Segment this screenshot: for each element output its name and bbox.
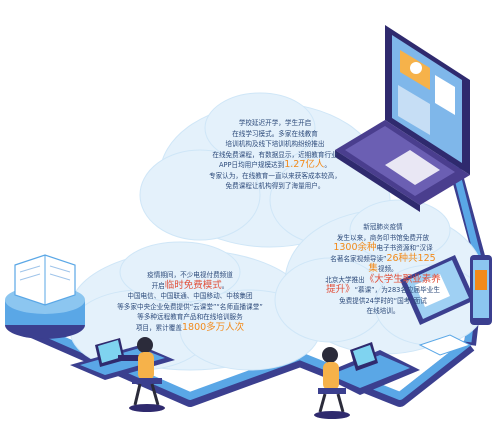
course-title-end-highlight: 提升》 bbox=[326, 284, 355, 295]
free-mode-highlight: 临时免费模式 bbox=[164, 279, 222, 291]
cloud-left-line-5: 等多种远程教育产品和在线培训服务 bbox=[137, 313, 243, 321]
cloud-left-line-1: 疫情期间，不少电视付费频道 bbox=[147, 271, 233, 279]
free-mode-suffix: 。 bbox=[221, 281, 229, 290]
cloud-top-line-6: 专家认为，在线教育一直以来获客成本较高， bbox=[209, 171, 341, 180]
cloud-right-line-5: 集视频。 bbox=[293, 263, 473, 275]
cloud-top bbox=[139, 92, 391, 248]
cloud-top-line-5: APP日均用户规模达到1.27亿人。 bbox=[175, 159, 375, 171]
cloud-right-line-3: 1300余种电子书资源和“汉译 bbox=[293, 242, 473, 254]
episode-highlight: 集 bbox=[368, 263, 378, 274]
cloud-left-line-4: 等多家中央企业免费提供“云课堂”“名师直播课堂” bbox=[117, 302, 263, 311]
mooc-suffix: “慕课”，为283名应届毕业生 bbox=[354, 286, 440, 294]
cloud-top-text: 学校延迟开学，学生开启 在线学习模式。多家在线教育 培训机构及线下培训机构纷纷推… bbox=[175, 118, 375, 192]
video-prefix: 名著名家视频导读” bbox=[330, 254, 387, 263]
cloud-right-line-9: 在线培训。 bbox=[366, 307, 400, 315]
cloud-left-line-2: 开启临时免费模式。 bbox=[85, 279, 295, 292]
cloud-right-line-4: 名著名家视频导读”26种共125 bbox=[293, 252, 473, 265]
coverage-prefix: 项目，累计覆盖 bbox=[135, 323, 182, 332]
episode-suffix: 视频。 bbox=[377, 265, 398, 273]
video-highlight: 26种共125 bbox=[386, 252, 436, 264]
cloud-right-line-2: 发生以来，商务印书馆免费开放 bbox=[336, 233, 430, 242]
cloud-right-text: 新冠肺炎疫情 发生以来，商务印书馆免费开放 1300余种电子书资源和“汉译 名著… bbox=[293, 222, 473, 317]
cloud-top-line-1: 学校延迟开学，学生开启 bbox=[238, 119, 312, 127]
student-right bbox=[314, 334, 472, 419]
app-prefix: APP日均用户规模达到 bbox=[219, 161, 285, 169]
cloud-left-line-3: 中国电信、中国联通、中国移动、中核集团 bbox=[127, 292, 253, 300]
cloud-top-line-7: 免费课程让机构得到了海量用户。 bbox=[225, 182, 325, 190]
book-icon bbox=[5, 254, 85, 339]
cloud-right-line-8: 免费提供24学时的“国考”面试 bbox=[339, 296, 427, 305]
cloud-left-line-6: 项目，累计覆盖1800多万人次 bbox=[85, 321, 295, 334]
cloud-top-line-3: 培训机构及线下培训机构纷纷推出 bbox=[225, 140, 325, 148]
coverage-highlight: 1800多万人次 bbox=[181, 321, 245, 333]
cloud-right-line-1: 新冠肺炎疫情 bbox=[363, 223, 403, 231]
student-left bbox=[70, 337, 175, 412]
laptop-icon bbox=[335, 25, 470, 212]
cloud-right-line-7: 提升》“慕课”，为283名应届毕业生 bbox=[293, 284, 473, 296]
ebook-count-suffix: 电子书资源和“汉译 bbox=[376, 244, 433, 252]
pku-prefix: 北京大学推出 bbox=[325, 275, 365, 284]
cloud-left-text: 疫情期间，不少电视付费频道 开启临时免费模式。 中国电信、中国联通、中国移动、中… bbox=[85, 270, 295, 333]
cloud-top-line-4: 在线免费课程，有数据显示，近期教育行业 bbox=[212, 150, 338, 159]
app-suffix: 。 bbox=[324, 161, 331, 169]
tablet-icon bbox=[400, 255, 475, 325]
cloud-right-line-6: 北京大学推出《大学生职业素养 bbox=[293, 273, 473, 286]
course-title-highlight: 《大学生职业素养 bbox=[364, 273, 441, 285]
ebook-count-highlight: 1300余种 bbox=[333, 242, 377, 253]
phone-icon bbox=[470, 255, 492, 325]
free-mode-prefix: 开启 bbox=[151, 281, 165, 290]
cloud-top-line-2: 在线学习模式。多家在线教育 bbox=[232, 129, 318, 138]
app-highlight: 1.27亿人 bbox=[284, 159, 325, 170]
